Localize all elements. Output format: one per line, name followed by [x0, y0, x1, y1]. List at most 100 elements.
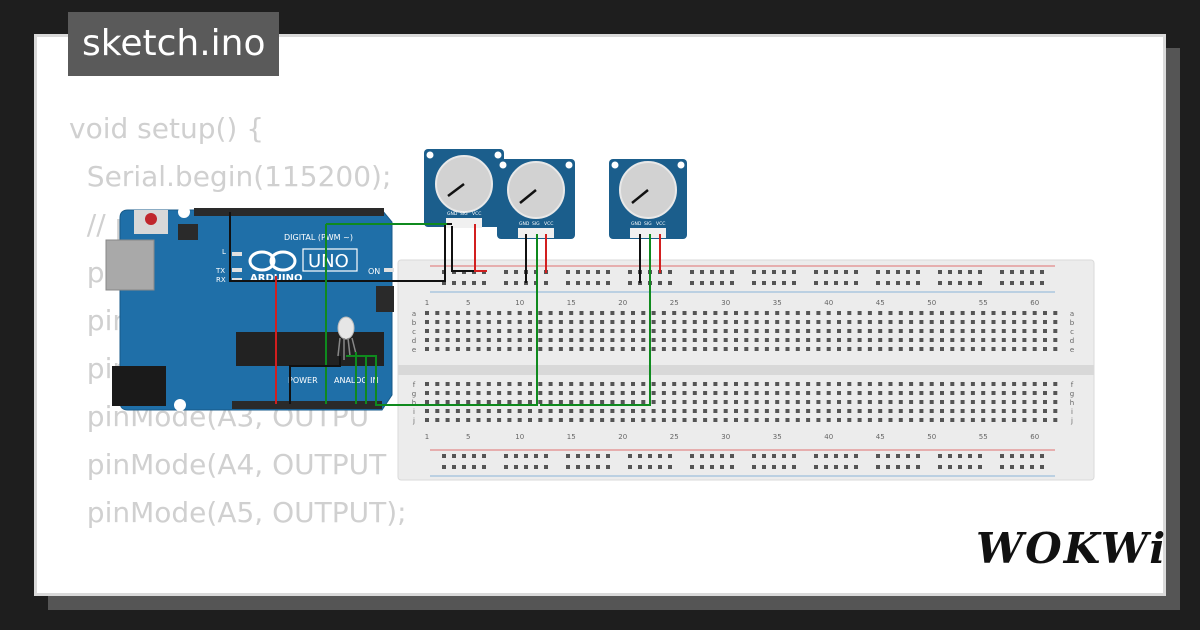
breadboard-hole: [764, 311, 769, 315]
breadboard-hole: [826, 338, 831, 342]
breadboard-hole: [824, 465, 828, 469]
breadboard-hole: [1032, 400, 1037, 404]
column-number: 20: [618, 299, 627, 307]
breadboard-hole: [940, 418, 944, 422]
column-number: 1: [425, 433, 429, 441]
breadboard-hole: [641, 329, 646, 333]
breadboard-hole: [857, 338, 862, 342]
breadboard-hole: [940, 409, 944, 413]
breadboard-hole: [795, 320, 800, 324]
breadboard-hole: [700, 454, 704, 458]
breadboard-hole: [867, 320, 872, 324]
potentiometer-2[interactable]: GND SIG VCC: [497, 159, 575, 239]
breadboard-hole: [958, 454, 962, 458]
breadboard-hole: [824, 270, 828, 274]
breadboard-hole: [1032, 320, 1037, 324]
breadboard-hole: [631, 320, 635, 324]
digital-header: [194, 208, 384, 216]
breadboard-hole: [672, 329, 677, 333]
breadboard-hole: [620, 311, 625, 315]
breadboard-hole: [816, 418, 821, 422]
breadboard-hole: [847, 400, 852, 404]
breadboard-hole: [620, 418, 625, 422]
row-letter: g: [412, 390, 416, 398]
column-number: 10: [515, 433, 524, 441]
breadboard-hole: [538, 329, 543, 333]
breadboard-hole: [816, 382, 821, 386]
breadboard-hole: [720, 281, 724, 285]
breadboard-hole: [425, 409, 429, 413]
breadboard-hole: [651, 418, 656, 422]
breadboard-hole: [1022, 418, 1027, 422]
potentiometer-3[interactable]: GND SIG VCC: [609, 159, 687, 239]
breadboard-hole: [795, 338, 800, 342]
breadboard-hole: [938, 454, 942, 458]
breadboard-hole: [1010, 454, 1014, 458]
breadboard-hole: [888, 382, 893, 386]
breadboard-hole: [1053, 338, 1058, 342]
breadboard-hole: [1012, 409, 1017, 413]
breadboard-hole: [909, 329, 914, 333]
breadboard-hole: [723, 311, 728, 315]
breadboard-hole: [641, 311, 646, 315]
breadboard-hole: [785, 409, 790, 413]
potentiometer-1[interactable]: GND SIG VCC: [424, 149, 504, 228]
breadboard-hole: [929, 311, 934, 315]
breadboard-hole: [1020, 465, 1024, 469]
breadboard-hole: [734, 311, 738, 315]
breadboard-hole: [754, 382, 759, 386]
breadboard-hole: [960, 347, 965, 351]
breadboard-hole: [960, 320, 965, 324]
breadboard-hole: [888, 409, 893, 413]
reset-button[interactable]: [145, 213, 157, 225]
breadboard-hole: [579, 347, 584, 351]
breadboard-hole: [455, 320, 460, 324]
breadboard-hole: [1030, 465, 1034, 469]
breadboard-hole: [795, 391, 800, 395]
pin-label-vcc: VCC: [544, 221, 553, 227]
breadboard-hole: [919, 311, 924, 315]
breadboard-hole: [455, 400, 460, 404]
breadboard-hole: [631, 391, 635, 395]
breadboard-hole: [754, 400, 759, 404]
breadboard-hole: [452, 465, 456, 469]
breadboard-hole: [867, 338, 872, 342]
breadboard-hole: [651, 329, 656, 333]
wire-black: [289, 356, 341, 404]
breadboard-hole: [764, 391, 769, 395]
breadboard-hole: [929, 338, 934, 342]
breadboard-hole: [978, 465, 982, 469]
breadboard-hole: [775, 338, 780, 342]
breadboard-hole: [610, 418, 615, 422]
breadboard-hole: [898, 382, 903, 386]
breadboard-hole: [486, 382, 491, 386]
breadboard-hole: [806, 311, 811, 315]
breadboard-hole: [806, 320, 811, 324]
breadboard-hole: [754, 409, 759, 413]
breadboard-hole: [596, 454, 600, 458]
breadboard-hole: [940, 338, 944, 342]
breadboard-hole: [938, 281, 942, 285]
breadboard-hole: [528, 418, 532, 422]
breadboard-hole: [1043, 347, 1047, 351]
breadboard-hole: [641, 382, 646, 386]
breadboard-hole: [1040, 270, 1044, 274]
column-number: 35: [773, 433, 782, 441]
breadboard-hole: [610, 347, 615, 351]
breadboard-hole: [1040, 465, 1044, 469]
breadboard-hole: [576, 465, 580, 469]
breadboard-hole: [1043, 418, 1047, 422]
breadboard-hole: [723, 382, 728, 386]
breadboard-hole: [528, 400, 532, 404]
breadboard-hole: [785, 347, 790, 351]
breadboard-hole: [425, 320, 429, 324]
breadboard-hole: [682, 338, 687, 342]
column-number: 55: [979, 299, 988, 307]
breadboard-hole: [589, 400, 594, 404]
breadboard-hole: [425, 338, 429, 342]
l-led-label: L: [222, 248, 226, 256]
breadboard-hole: [734, 347, 738, 351]
breadboard-hole: [991, 409, 996, 413]
breadboard-hole: [544, 465, 548, 469]
breadboard-hole: [772, 465, 776, 469]
